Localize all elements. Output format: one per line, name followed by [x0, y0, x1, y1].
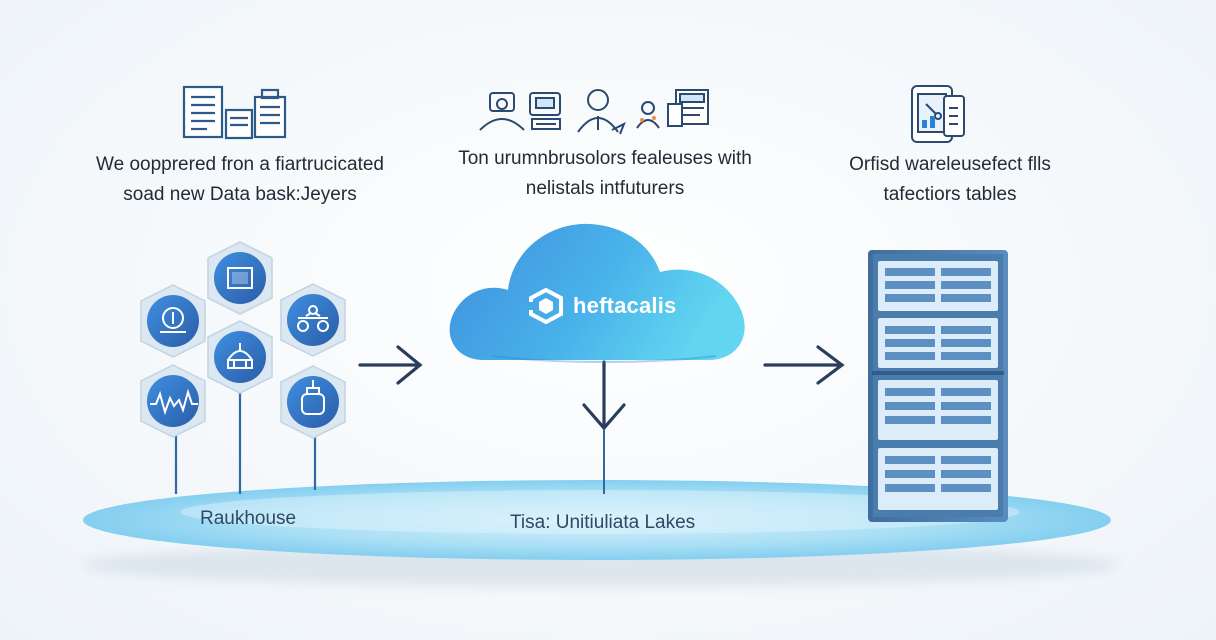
ground-label-center: Tisa: Unitiuliata Lakes	[510, 512, 696, 533]
documents-icon	[182, 85, 287, 140]
container-jar-icon	[301, 380, 325, 415]
caption-middle: Ton urumnbrusolors fealeuses with nelist…	[410, 144, 800, 204]
ground-label-left: Raukhouse	[200, 508, 297, 529]
ground-platform	[80, 480, 1120, 587]
arrow-down-icon	[582, 360, 626, 431]
caption-middle-line1: Ton urumnbrusolors fealeuses with	[458, 148, 752, 169]
brand-hexagon-logo-icon	[527, 288, 563, 324]
caption-right: Orfisd wareleusefect flls tafectiors tab…	[790, 150, 1110, 210]
caption-right-line1: Orfisd wareleusefect flls	[849, 154, 1051, 175]
caption-right-line2: tafectiors tables	[883, 184, 1017, 205]
source-node-photo	[207, 241, 273, 315]
cloud-brand: heftacalis	[527, 288, 677, 324]
source-stems	[174, 378, 317, 494]
caption-left-line2: soad new Data bask:Jeyers	[123, 184, 357, 205]
cloud-brand-label: heftacalis	[573, 293, 677, 318]
source-node-network	[280, 283, 346, 357]
source-node-jar	[280, 365, 346, 439]
photo-window-icon	[227, 267, 253, 289]
tablet-touch-icon	[911, 85, 965, 143]
caption-middle-line2: nelistals intfuturers	[525, 178, 685, 199]
people-devices-icon	[479, 89, 709, 135]
network-nodes-icon	[297, 305, 329, 332]
caption-left: We oopprered fron a fiartrucicated soad …	[60, 150, 420, 210]
camera-lens-icon	[160, 307, 186, 333]
source-node-waveform	[140, 364, 206, 438]
building-dome-icon	[227, 343, 253, 369]
arrow-right-icon	[763, 345, 845, 385]
caption-left-line1: We oopprered fron a fiartrucicated	[96, 154, 384, 175]
source-node-dome	[207, 320, 273, 394]
arrow-right-icon	[358, 345, 423, 385]
server-rack-icon	[868, 250, 1008, 522]
cloud-shape	[449, 223, 745, 363]
source-node-camera	[140, 284, 206, 358]
waveform-icon	[150, 388, 198, 416]
